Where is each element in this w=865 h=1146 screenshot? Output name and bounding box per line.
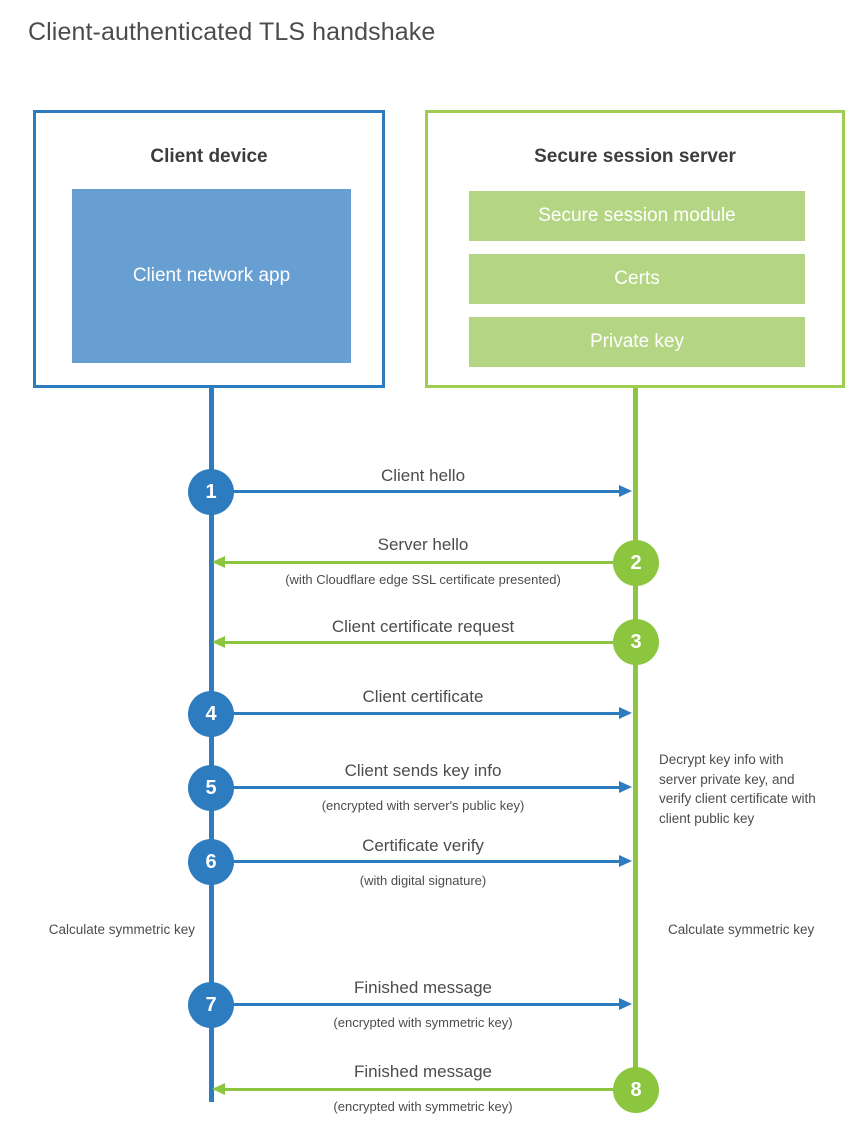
arrowhead-icon [619, 781, 632, 793]
step-8-sublabel: (encrypted with symmetric key) [333, 1099, 513, 1114]
step-4-arrow [214, 707, 632, 719]
step-2-sublabel: (with Cloudflare edge SSL certificate pr… [285, 572, 561, 587]
server-component-private-key: Private key [469, 317, 805, 367]
arrowhead-icon [619, 485, 632, 497]
step-6-arrow [214, 855, 632, 867]
client-device-title: Client device [150, 146, 268, 167]
arrowhead-icon [212, 556, 225, 568]
step-3-arrow [212, 636, 633, 648]
step-6-sublabel: (with digital signature) [359, 873, 487, 888]
step-5-marker[interactable]: 5 [188, 765, 234, 811]
step-3-label: Client certificate request [331, 617, 515, 636]
step-8-arrow [212, 1083, 633, 1095]
server-component-certs: Certs [469, 254, 805, 304]
client-lifeline [209, 388, 214, 1102]
client-calculate-symmetric-key-note: Calculate symmetric key [48, 922, 195, 937]
step-7-sublabel: (encrypted with symmetric key) [333, 1015, 513, 1030]
step-5-arrow [214, 781, 632, 793]
page-title: Client-authenticated TLS handshake [28, 18, 436, 46]
step-2-label: Server hello [377, 535, 469, 554]
arrowhead-icon [619, 707, 632, 719]
step-4-marker[interactable]: 4 [188, 691, 234, 737]
client-device-box: Client device Client network app [33, 110, 385, 388]
step-7-marker[interactable]: 7 [188, 982, 234, 1028]
step-3-marker[interactable]: 3 [613, 619, 659, 665]
server-lifeline [633, 388, 638, 1090]
step-7-arrow [214, 998, 632, 1010]
secure-session-server-title: Secure session server [534, 146, 736, 167]
arrowhead-icon [619, 855, 632, 867]
step-2-marker[interactable]: 2 [613, 540, 659, 586]
step-1-arrow [214, 485, 632, 497]
step-1-label: Client hello [380, 466, 466, 485]
arrowhead-icon [212, 1083, 225, 1095]
step-8-label: Finished message [354, 1062, 492, 1081]
step-6-label: Certificate verify [362, 836, 484, 855]
arrowhead-icon [619, 998, 632, 1010]
step-8-marker[interactable]: 8 [613, 1067, 659, 1113]
step-5-sublabel: (encrypted with server's public key) [321, 798, 525, 813]
server-calculate-symmetric-key-note: Calculate symmetric key [668, 922, 815, 937]
step-6-marker[interactable]: 6 [188, 839, 234, 885]
server-decrypt-note: Decrypt key info with server private key… [659, 752, 816, 826]
step-5-label: Client sends key info [344, 761, 502, 780]
step-2-arrow [212, 556, 633, 568]
arrowhead-icon [212, 636, 225, 648]
step-1-marker[interactable]: 1 [188, 469, 234, 515]
client-network-app-block: Client network app [72, 189, 351, 363]
secure-session-server-box: Secure session server Secure session mod… [425, 110, 845, 388]
step-4-label: Client certificate [362, 687, 484, 706]
step-7-label: Finished message [354, 978, 492, 997]
server-component-secure-session-module: Secure session module [469, 191, 805, 241]
